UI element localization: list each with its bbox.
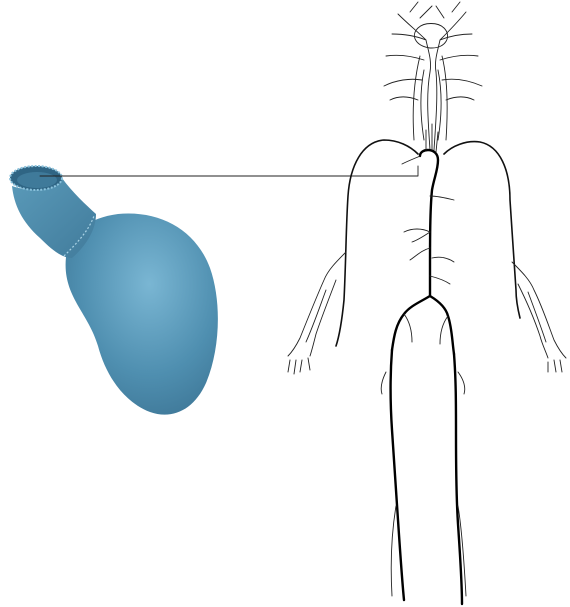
leg-outline — [381, 372, 466, 596]
aortic-arch-branches — [402, 124, 438, 164]
vessel-neck — [12, 178, 96, 258]
aneurysm-sac — [66, 213, 218, 414]
iliac-arteries — [392, 296, 454, 354]
head-outline — [414, 24, 447, 49]
vessel-lumen — [17, 172, 57, 188]
left-arm-outline — [288, 252, 346, 374]
neck-arteries — [384, 2, 482, 150]
left-leg-artery — [391, 350, 405, 600]
aorta — [420, 150, 438, 296]
internal-iliac — [404, 314, 448, 344]
arterial-tree-outline — [288, 2, 566, 604]
connector-line — [40, 166, 418, 176]
torso-outline — [336, 140, 520, 346]
right-leg-artery — [454, 354, 462, 604]
aneurysm-3d-model — [10, 166, 218, 415]
